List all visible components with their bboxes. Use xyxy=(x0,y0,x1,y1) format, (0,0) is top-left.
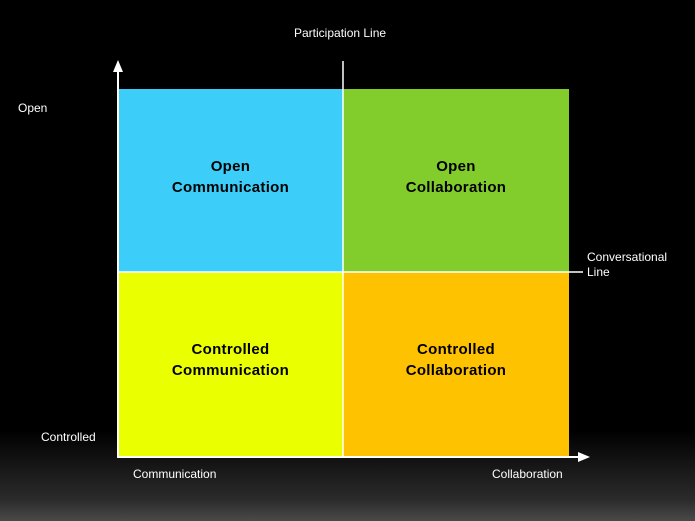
quadrant-label: Open Communication xyxy=(172,156,289,206)
y-axis-bottom-label: Controlled xyxy=(41,430,96,444)
quadrant-controlled-communication: Controlled Communication xyxy=(118,272,343,456)
quadrant-open-communication: Open Communication xyxy=(118,89,343,272)
y-axis-top-label: Open xyxy=(18,101,48,115)
conversational-line-label-line1: Conversational xyxy=(587,250,668,264)
quadrant-label: Open Collaboration xyxy=(406,156,507,206)
quadrant-label-line1: Open xyxy=(436,157,476,175)
quadrant-label-line1: Open xyxy=(210,157,251,175)
quadrant-label-line2: Communication xyxy=(171,178,290,196)
participation-line-title: Participation Line xyxy=(294,26,387,40)
quadrant-label-line1: Controlled xyxy=(416,341,495,358)
quadrant-label-line2: Collaboration xyxy=(405,178,507,196)
quadrant-label-line2: Communication xyxy=(171,362,290,379)
quadrant-controlled-collaboration: Controlled Collaboration xyxy=(343,272,569,456)
y-axis-arrow-icon xyxy=(113,60,123,72)
x-axis-right-label: Collaboration xyxy=(492,467,563,481)
quadrant-label: Controlled Collaboration xyxy=(406,339,507,389)
quadrant-label-line1: Controlled xyxy=(191,341,270,358)
x-axis-left-label: Communication xyxy=(133,467,217,481)
quadrant-label-line2: Collaboration xyxy=(405,362,507,379)
quadrant-label: Controlled Communication xyxy=(172,339,289,389)
x-axis-arrow-icon xyxy=(578,452,590,462)
quadrant-open-collaboration: Open Collaboration xyxy=(343,89,569,272)
conversational-line-label: Conversational Line xyxy=(587,250,667,280)
conversational-line-label-line2: Line xyxy=(587,265,610,279)
